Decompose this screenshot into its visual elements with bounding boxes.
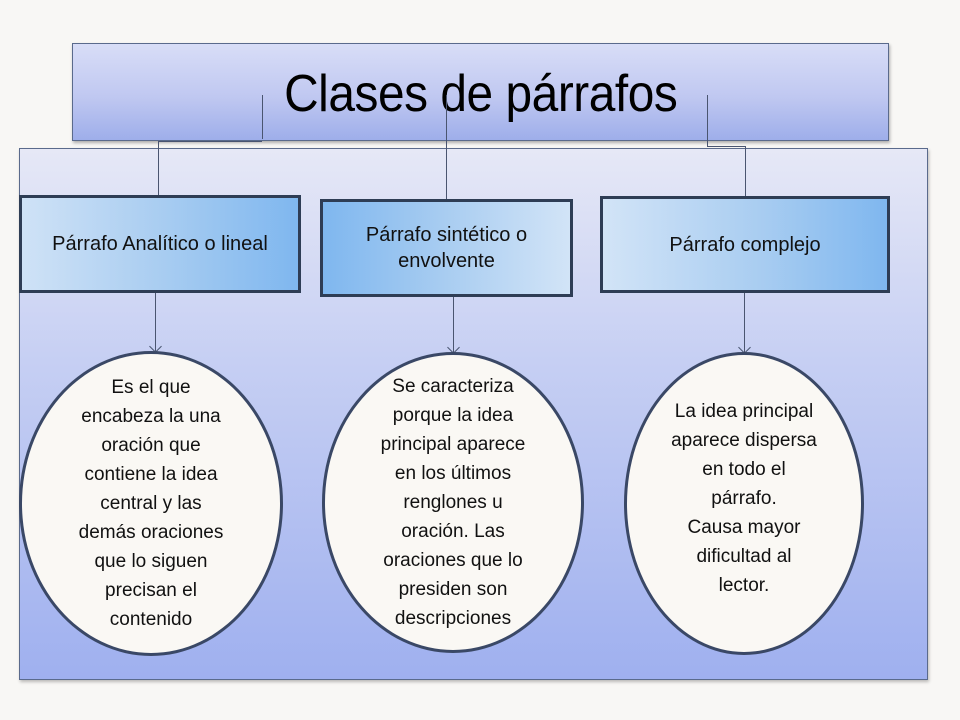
category-box-sintetico: Párrafo sintético o envolvente (320, 199, 573, 297)
category-label: Párrafo Analítico o lineal (52, 233, 268, 255)
description-ellipse-complejo: La idea principal aparece dispersa en to… (624, 352, 864, 655)
title-box: Clases de párrafos (72, 43, 889, 141)
description-text: Se caracteriza porque la idea principal … (380, 376, 526, 629)
arrow-line-3 (744, 293, 745, 352)
description-text: Es el que encabeza la una oración que co… (78, 377, 224, 630)
connector-right-a (707, 95, 708, 147)
connector-right-h (707, 146, 745, 147)
category-label: Párrafo sintético o envolvente (365, 224, 528, 272)
description-ellipse-analitico: Es el que encabeza la una oración que co… (19, 351, 283, 656)
diagram-title: Clases de párrafos (283, 65, 678, 123)
arrow-line-2 (453, 297, 454, 352)
category-label: Párrafo complejo (669, 233, 821, 256)
category-box-complejo: Párrafo complejo (600, 196, 890, 293)
connector-left-h (158, 141, 262, 142)
connector-right-b (745, 146, 746, 196)
description-text: La idea principal aparece dispersa en to… (671, 401, 817, 596)
connector-middle (446, 95, 447, 199)
connector-left-a (262, 95, 263, 139)
connector-left-b (158, 141, 159, 195)
description-ellipse-sintetico: Se caracteriza porque la idea principal … (322, 352, 584, 653)
category-box-analitico: Párrafo Analítico o lineal (19, 195, 301, 293)
arrow-line-1 (155, 293, 156, 351)
